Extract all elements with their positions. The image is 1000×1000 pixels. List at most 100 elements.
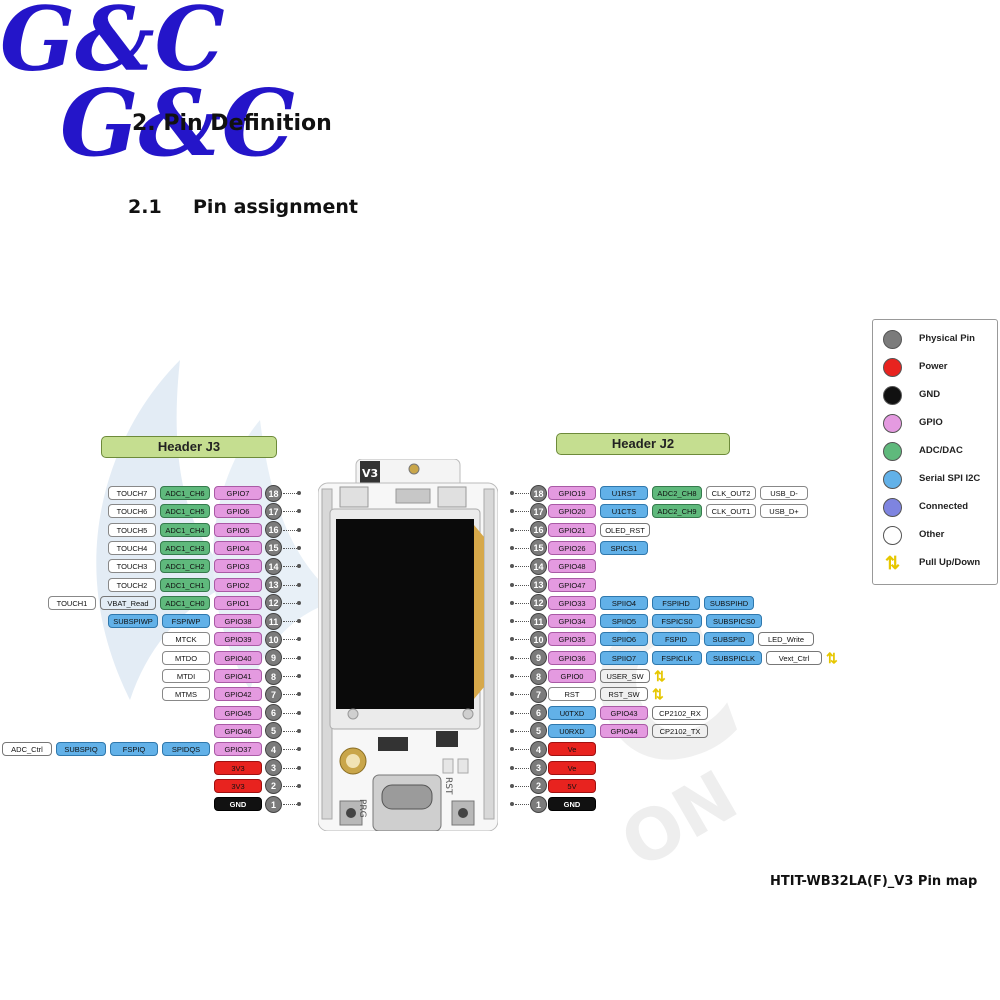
pin-label-subspiclk: SUBSPICLK [706, 650, 762, 665]
pin-lead [283, 621, 297, 623]
physical-pin-swatch [883, 330, 902, 349]
pin-pad [297, 765, 301, 770]
legend-item: Serial SPI I2C [883, 470, 995, 492]
pull-up-down-arrow-icon: ⇅ [885, 553, 901, 573]
pin-lead [515, 730, 529, 733]
physical-pin: 4 [530, 740, 547, 758]
pin-lead [283, 804, 297, 806]
pin-pad [297, 509, 301, 514]
pin-label-gpio19: GPIO19 [548, 486, 596, 500]
pin-label-gpio37: GPIO37 [214, 742, 262, 757]
physical-pin: 8 [265, 667, 282, 685]
pin-pad [510, 619, 514, 624]
pin-label-u1cts: U1CTS [600, 504, 648, 519]
pin-label-adc1-ch0: ADC1_CH0 [160, 595, 210, 610]
pin-pad [297, 710, 301, 715]
legend-label: Physical Pin [919, 333, 975, 344]
pin-label-touch5: TOUCH5 [108, 522, 156, 537]
pin-label-gpio7: GPIO7 [214, 486, 262, 500]
physical-pin: 15 [265, 539, 282, 557]
pin-label-touch4: TOUCH4 [108, 540, 156, 555]
pin-lead [515, 712, 529, 715]
pin-label-adc1-ch3: ADC1_CH3 [160, 540, 210, 555]
physical-pin: 2 [265, 777, 282, 795]
pin-pad [297, 692, 301, 697]
legend-label: Connected [919, 501, 969, 512]
pin-lead [283, 602, 297, 605]
pin-label-fspiwp: FSPIWP [162, 614, 210, 629]
physical-pin: 13 [265, 576, 282, 593]
pin-lead [283, 511, 297, 513]
pin-label-gpio43: GPIO43 [600, 705, 648, 720]
pin-pad [297, 527, 301, 532]
pin-pad [510, 509, 514, 514]
pin-lead [283, 493, 297, 495]
pin-label-mtdi: MTDI [162, 669, 210, 683]
pin-label-subspiq: SUBSPIQ [56, 742, 106, 757]
rst-button-label: RST [443, 777, 453, 795]
physical-pin: 13 [530, 576, 547, 593]
legend-item: Power [883, 358, 995, 380]
pin-label-gpio39: GPIO39 [214, 632, 262, 647]
physical-pin: 12 [530, 594, 547, 612]
pin-label-gpio38: GPIO38 [214, 614, 262, 629]
physical-pin: 11 [265, 612, 282, 630]
pin-label-gpio48: GPIO48 [548, 559, 596, 574]
pin-label-ve: Ve [548, 742, 596, 757]
legend-label: Power [919, 361, 948, 372]
pin-label-touch7: TOUCH7 [108, 486, 156, 500]
pin-label-spiio6: SPIIO6 [600, 632, 648, 647]
pin-pad [297, 747, 301, 752]
brand-logo: G&C G&C [0, 0, 295, 170]
pin-pad [297, 655, 301, 660]
pin-label-cp2102-tx: CP2102_TX [652, 723, 708, 738]
pin-lead [283, 639, 297, 641]
subsection-title: Pin assignment [193, 196, 358, 218]
pin-label-oled-rst: OLED_RST [600, 522, 650, 537]
pin-label-touch2: TOUCH2 [108, 577, 156, 592]
pin-pad [297, 491, 301, 495]
pin-label-user-sw: USER_SW [600, 669, 650, 683]
physical-pin: 17 [530, 502, 547, 520]
pin-label-adc1-ch6: ADC1_CH6 [160, 486, 210, 500]
logo-text-bottom: G&C [60, 69, 295, 170]
pin-pad [510, 564, 514, 569]
header-j3-title: Header J3 [101, 436, 277, 458]
legend-item: Connected [883, 498, 995, 520]
section-heading: 2. Pin Definition [132, 111, 332, 136]
pin-pad [297, 783, 301, 788]
pin-label-mtck: MTCK [162, 632, 210, 647]
pin-lead [283, 749, 297, 751]
pin-label-usb-d-: USB_D- [760, 486, 808, 500]
pin-label-gpio33: GPIO33 [548, 595, 596, 610]
pin-label-fspiq: FSPIQ [110, 742, 158, 757]
pin-pad [297, 564, 301, 569]
pin-lead [515, 676, 529, 678]
pin-label-spics1: SPICS1 [600, 540, 648, 555]
physical-pin: 5 [530, 722, 547, 740]
pin-label-gpio1: GPIO1 [214, 595, 262, 610]
legend-swatch [883, 414, 902, 433]
physical-pin: 15 [530, 539, 547, 557]
pin-pad [510, 710, 514, 715]
pin-label-spiio7: SPIIO7 [600, 650, 648, 665]
pin-label-adc1-ch4: ADC1_CH4 [160, 522, 210, 537]
physical-pin: 17 [265, 502, 282, 520]
pin-label-u1rst: U1RST [600, 486, 648, 500]
legend-label: GPIO [919, 417, 943, 428]
pin-label-gpio21: GPIO21 [548, 522, 596, 537]
physical-pin: 3 [265, 759, 282, 776]
pin-lead [515, 621, 529, 623]
pin-label-fspics0: FSPICS0 [652, 614, 702, 629]
pinmap-caption: HTIT-WB32LA(F)_V3 Pin map [770, 874, 978, 889]
pin-label-adc2-ch8: ADC2_CH8 [652, 486, 702, 500]
legend-label: GND [919, 389, 941, 400]
pin-pad [510, 728, 514, 733]
pin-label-mtdo: MTDO [162, 650, 210, 665]
pin-label-adc2-ch9: ADC2_CH9 [652, 504, 702, 519]
pin-label-touch1: TOUCH1 [48, 595, 96, 610]
pin-label-spidqs: SPIDQS [162, 742, 210, 757]
pin-label-gpio45: GPIO45 [214, 705, 262, 720]
pin-lead [515, 749, 529, 751]
pin-label-gpio5: GPIO5 [214, 522, 262, 537]
